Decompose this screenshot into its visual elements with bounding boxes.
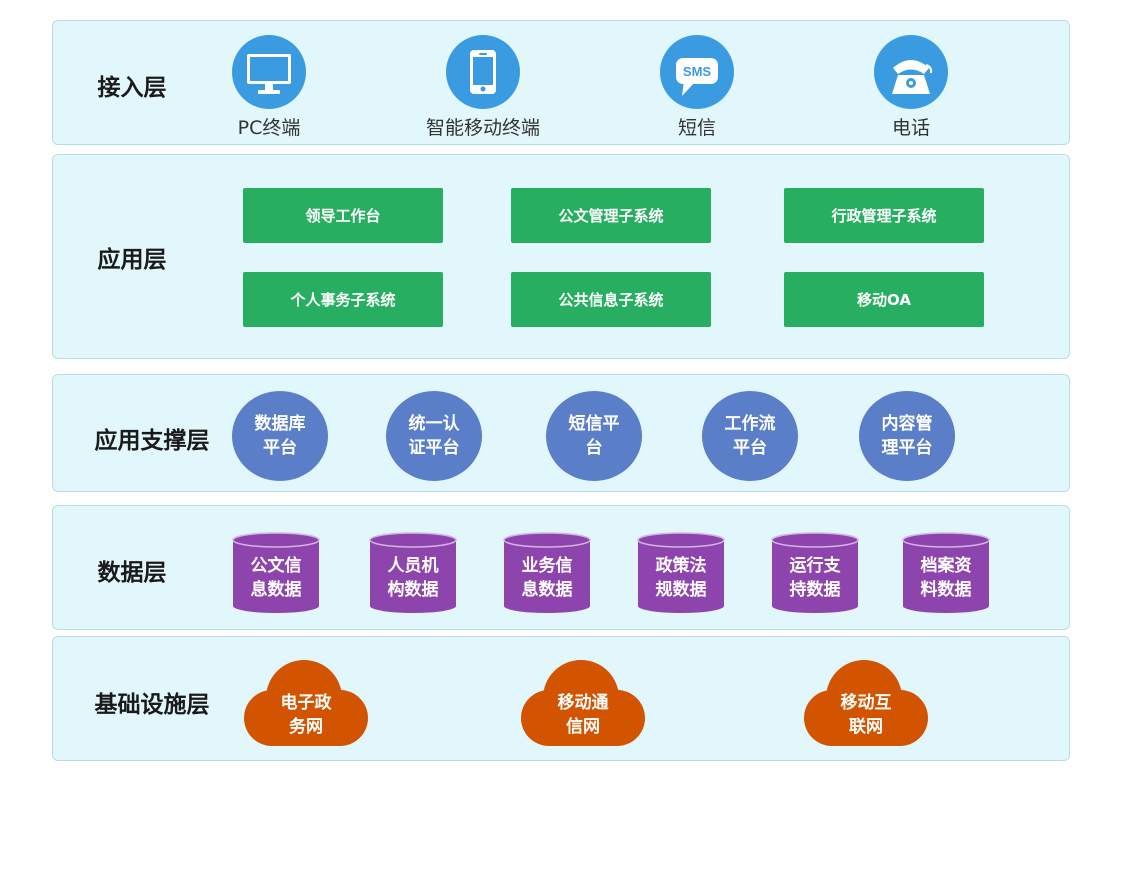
data-cylinder-archive: 档案资料数据 [902,532,990,614]
cloud-e-government-network: 电子政务网 [242,660,370,746]
app-leader-workbench: 领导工作台 [243,188,443,243]
data-item-label: 业务信息数据 [521,556,573,600]
data-item-label: 档案资料数据 [920,556,972,600]
data-item-label: 运行支持数据 [789,556,841,600]
data-item-label: 公文信息数据 [250,556,302,600]
data-cylinder-operations: 运行支持数据 [771,532,859,614]
support-item-label: 工作流平台 [724,414,776,458]
sms-bubble-icon: SMS [660,35,734,109]
access-layer-label: 接入层 [97,75,167,101]
app-document-management: 公文管理子系统 [511,188,711,243]
access-item-pc-label: PC终端 [237,117,301,139]
telephone-icon [874,35,948,109]
support-layer-label: 应用支撑层 [94,428,210,454]
support-workflow-platform: 工作流平台 [702,391,798,481]
app-mobile-oa: 移动OA [784,272,984,327]
support-layer: 应用支撑层 数据库平台 统一认证平台 短信平台 工作流平台 内容管理平台 [52,374,1070,492]
infrastructure-item-label: 电子政务网 [280,693,332,737]
data-cylinder-document: 公文信息数据 [232,532,320,614]
application-layer-label: 应用层 [97,247,167,273]
support-item-label: 数据库平台 [254,414,306,458]
sms-icon-text: SMS [683,64,712,79]
cloud-mobile-internet: 移动互联网 [802,660,930,746]
app-public-information: 公共信息子系统 [511,272,711,327]
support-database-platform: 数据库平台 [232,391,328,481]
application-layer: 应用层 领导工作台 公文管理子系统 行政管理子系统 个人事务子系统 公共信息子系… [52,154,1070,359]
data-cylinder-personnel: 人员机构数据 [369,532,457,614]
support-item-label: 统一认证平台 [408,414,460,458]
data-cylinder-policy: 政策法规数据 [637,532,725,614]
app-administration-management: 行政管理子系统 [784,188,984,243]
access-item-sms-label: 短信 [677,117,717,139]
support-item-label: 内容管理平台 [881,414,933,458]
data-layer: 数据层 公文信息数据 人员机构数据 业务信息数据 政策法规数据 [52,505,1070,630]
cloud-mobile-communication-network: 移动通信网 [519,660,647,746]
access-layer: 接入层 PC终端 智能移动终端 SMS 短信 [52,20,1070,145]
access-item-mobile-label: 智能移动终端 [425,117,541,139]
support-item-label: 短信平台 [568,414,620,458]
data-layer-label: 数据层 [97,560,167,586]
infrastructure-layer: 基础设施层 电子政务网 移动通信网 移动互联网 [52,636,1070,761]
data-item-label: 政策法规数据 [655,556,707,600]
app-personal-affairs: 个人事务子系统 [243,272,443,327]
data-item-label: 人员机构数据 [387,556,439,600]
data-cylinder-business: 业务信息数据 [503,532,591,614]
support-content-management-platform: 内容管理平台 [859,391,955,481]
infrastructure-item-label: 移动互联网 [840,693,892,737]
smartphone-icon [446,35,520,109]
support-unified-auth-platform: 统一认证平台 [386,391,482,481]
infrastructure-item-label: 移动通信网 [557,693,609,737]
support-sms-platform: 短信平台 [546,391,642,481]
infrastructure-layer-label: 基础设施层 [94,692,210,718]
access-item-phone-label: 电话 [891,117,931,139]
monitor-icon [232,35,306,109]
